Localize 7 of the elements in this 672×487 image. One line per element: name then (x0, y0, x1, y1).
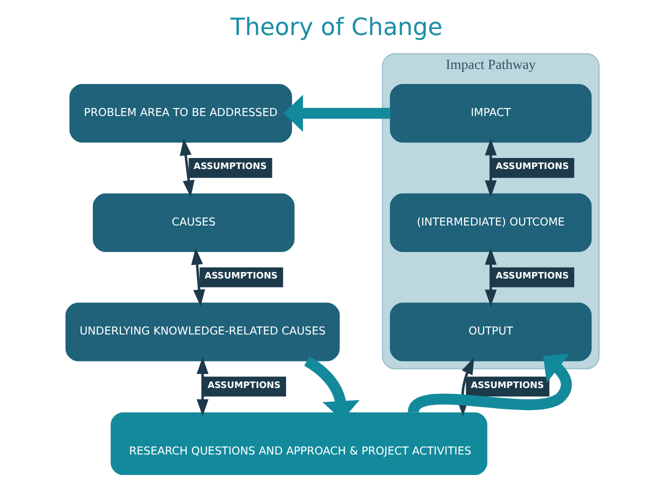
diagram-title: Theory of Change (230, 13, 442, 42)
edge-label: ASSUMPTIONS (495, 162, 568, 172)
edge-label: ASSUMPTIONS (193, 162, 266, 172)
edge-label: ASSUMPTIONS (495, 271, 568, 282)
edge-label: ASSUMPTIONS (204, 271, 278, 282)
edge-label: ASSUMPTIONS (470, 380, 544, 391)
edge-label: ASSUMPTIONS (207, 380, 280, 391)
